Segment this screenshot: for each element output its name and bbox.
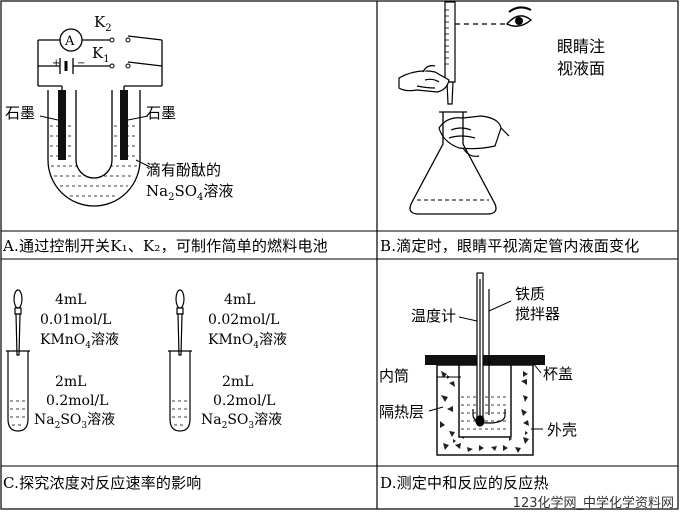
left-kmno4-conc: 0.01mol/L [40,312,111,328]
panel-c-test-tubes-diagram: 4mL 0.01mol/L KMnO4溶液 4mL 0.02mol/L KMnO… [6,289,287,432]
test-tube-right-icon [168,350,192,432]
panel-a-electrolysis-diagram: A K2 K1 + − 石墨 石墨 滴有酚酞的 Na2SO4溶液 [5,13,233,207]
panel-d-calorimeter-diagram: 温度计 铁质 搅拌器 内筒 杯盖 隔热层 外壳 [379,272,577,456]
dropper-left-icon [13,289,23,356]
panel-b-caption: B.滴定时，眼睛平视滴定管内液面变化 [380,237,640,255]
left-hand-icon [398,65,450,93]
switch-k1-label: K1 [92,44,110,65]
electrode-right-label: 石墨 [146,104,176,122]
thermometer-icon [475,272,485,427]
lid-label: 杯盖 [543,365,573,383]
panel-b-titration-diagram: 眼睛注 视液面 [398,1,605,215]
right-na2so3-name: Na2SO3溶液 [201,412,282,431]
panel-a-caption: A.通过控制开关K₁、K₂，可制作简单的燃料电池 [3,237,328,255]
solution-label-line1: 滴有酚酞的 [146,161,221,179]
insulation-label: 隔热层 [379,403,424,421]
conical-flask-icon [409,111,497,215]
right-na2so3-conc: 0.2mol/L [213,393,275,409]
left-na2so3-conc: 0.2mol/L [46,393,108,409]
stirrer-label-line1: 铁质 [515,285,545,303]
stirrer-icon [472,289,506,424]
solution-label-line2: Na2SO4溶液 [146,182,233,203]
right-na2so3-volume: 2mL [222,374,253,390]
ammeter-icon [59,28,83,52]
switch-k2-label: K2 [94,13,112,34]
eye-label-line2: 视液面 [557,59,605,78]
graphite-electrode-right [120,90,128,160]
thermometer-label: 温度计 [411,307,456,325]
outer-shell-label: 外壳 [547,421,577,439]
inner-cup-label: 内筒 [379,367,409,385]
battery-plus-label: + [52,58,60,69]
electrode-left-label: 石墨 [5,104,35,122]
right-hand-icon [438,115,510,157]
left-kmno4-volume: 4mL [55,292,86,308]
left-na2so3-name: Na2SO3溶液 [34,412,115,431]
site-watermark: 123化学网_中学化学资料网 [512,496,674,511]
burette-icon [444,1,456,105]
dropper-right-icon [175,289,185,356]
graphite-electrode-left [58,90,66,160]
ammeter-label: A [64,34,75,49]
battery-minus-label: − [77,58,85,69]
panel-d-caption: D.测定中和反应的反应热 [380,474,549,492]
right-kmno4-conc: 0.02mol/L [208,312,279,328]
inner-cup-icon [458,364,512,438]
eye-label-line1: 眼睛注 [557,37,605,56]
right-kmno4-volume: 4mL [224,292,255,308]
eye-icon [505,6,533,27]
battery-icon [59,58,74,74]
cup-lid-icon [425,355,545,365]
test-tube-left-icon [6,350,30,432]
panel-c-caption: C.探究浓度对反应速率的影响 [3,474,202,492]
right-kmno4-name: KMnO4溶液 [208,332,287,351]
left-na2so3-volume: 2mL [55,374,86,390]
left-kmno4-name: KMnO4溶液 [40,332,119,351]
stirrer-label-line2: 搅拌器 [515,305,560,323]
u-tube-icon [47,90,141,207]
